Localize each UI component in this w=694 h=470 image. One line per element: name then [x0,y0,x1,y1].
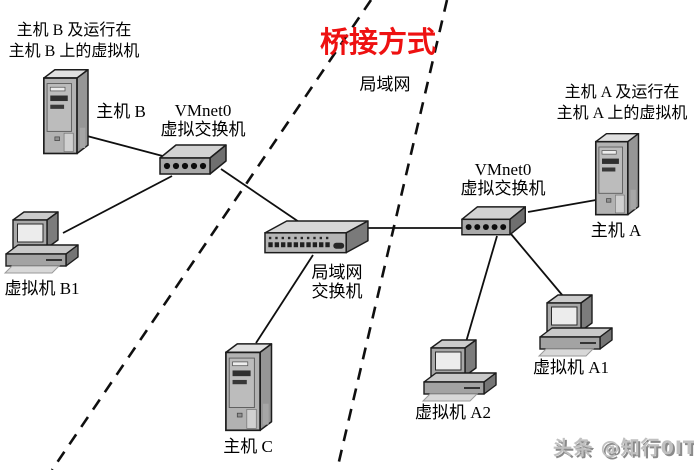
host-c-label: 主机 C [223,437,273,456]
vm-b1-label: 虚拟机 B1 [4,279,80,298]
vmnet0-b-sublabel: 虚拟交换机 [160,120,246,139]
link-vmnet0a-vma2 [465,235,498,343]
group-b-note: 主机 B 及运行在 主机 B 上的虚拟机 [0,20,148,62]
vmnet0-a-switch-icon [461,206,527,236]
vmnet0-b-name: VMnet0 [174,101,232,120]
host-b-label: 主机 B [96,102,146,121]
host-c-tower-icon [225,342,273,432]
group-a-note-line2: 主机 A 上的虚拟机 [556,105,688,122]
link-vmnet0a-hosta [527,199,597,213]
vmnet0-b-label: VMnet0 虚拟交换机 [153,101,253,139]
group-b-note-line2: 主机 B 上的虚拟机 [8,43,140,60]
watermark: 头条 @知行0IT [553,437,694,459]
vmnet0-a-label: VMnet0 虚拟交换机 [453,160,553,198]
lan-switch-icon [264,220,369,254]
lan-area-label: 局域网 [359,75,411,94]
vm-a2-pc-icon [422,339,497,402]
host-a-tower-icon [594,132,640,216]
lan-boundary-dashed-line-left [50,0,373,470]
lan-switch-label: 局域网 交换机 [297,263,377,301]
group-a-note-line1: 主机 A 及运行在 [564,84,680,101]
vmnet0-a-name: VMnet0 [474,160,532,179]
host-a-label: 主机 A [590,221,642,240]
host-b-tower-icon [43,68,89,155]
vm-a1-label: 虚拟机 A1 [532,358,610,377]
link-lanswitch-hostc [255,254,314,344]
link-vmnet0b-vmb1 [62,175,173,234]
diagram-title: 桥接方式 [319,25,436,59]
vm-a2-label: 虚拟机 A2 [414,403,492,422]
vm-b1-pc-icon [4,211,79,274]
group-a-note: 主机 A 及运行在 主机 A 上的虚拟机 [548,82,694,124]
link-vmnet0a-vma1 [510,233,564,297]
vmnet0-b-switch-icon [159,144,227,175]
vm-a1-pc-icon [538,294,613,357]
lan-switch-label-line1: 局域网 [311,263,363,282]
lan-boundary-dashed-line-right [335,0,449,470]
vmnet0-a-sublabel: 虚拟交换机 [460,179,546,198]
link-vmnet0b-lanswitch [220,168,303,225]
lan-switch-label-line2: 交换机 [311,282,363,301]
group-b-note-line1: 主机 B 及运行在 [16,22,132,39]
link-hostb-vmnet0b [86,135,175,160]
